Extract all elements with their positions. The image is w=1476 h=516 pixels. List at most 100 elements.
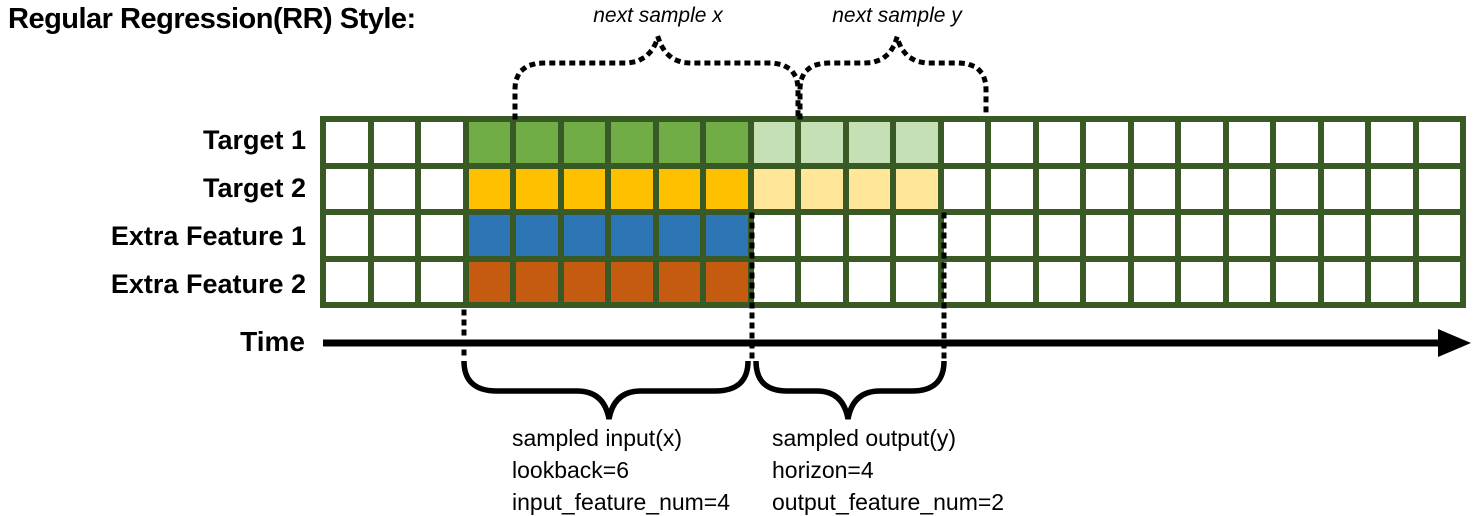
- grid-cell: [611, 215, 653, 256]
- grid-cell: [1086, 168, 1128, 209]
- sampled-input-annotation: sampled input(x) lookback=6 input_featur…: [512, 422, 730, 516]
- grid-cell: [848, 215, 890, 256]
- grid-cell: [421, 122, 463, 163]
- grid-cell: [563, 215, 605, 256]
- grid-cell: [1181, 122, 1223, 163]
- grid-cell: [801, 261, 843, 302]
- grid-cell: [991, 168, 1033, 209]
- grid-cell: [753, 261, 795, 302]
- sampled-output-title: sampled output(y): [772, 425, 957, 451]
- grid-cell: [611, 122, 653, 163]
- time-arrow-head: [1438, 329, 1471, 357]
- grid-cell: [326, 168, 368, 209]
- grid-cell: [611, 168, 653, 209]
- grid-cell: [563, 122, 605, 163]
- grid-cell: [658, 122, 700, 163]
- grid-cell: [468, 215, 510, 256]
- grid-cell: [1038, 261, 1080, 302]
- grid-cell: [468, 168, 510, 209]
- grid-cell: [1086, 215, 1128, 256]
- row-label-target-1: Target 1: [202, 125, 306, 155]
- grid-cell: [516, 122, 558, 163]
- grid-cell: [373, 215, 415, 256]
- grid-cell: [801, 168, 843, 209]
- grid-cell: [706, 122, 748, 163]
- grid-cell: [753, 168, 795, 209]
- grid-cell: [468, 261, 510, 302]
- grid-cell: [421, 168, 463, 209]
- grid-cell: [896, 261, 938, 302]
- grid-cell: [991, 261, 1033, 302]
- grid-cell: [658, 168, 700, 209]
- grid-cell: [1276, 168, 1318, 209]
- next-sample-x-label: next sample x: [593, 4, 723, 27]
- grid-cell: [943, 215, 985, 256]
- grid-cell: [1228, 122, 1270, 163]
- row-label-target-2: Target 2: [202, 173, 306, 203]
- grid-cell: [658, 215, 700, 256]
- grid-cell: [1323, 168, 1365, 209]
- row-label-extra-feature-1: Extra Feature 1: [110, 221, 306, 251]
- grid-cell: [1133, 168, 1175, 209]
- grid-cell: [326, 122, 368, 163]
- sample-grid: [320, 116, 1466, 308]
- grid-cell: [1181, 215, 1223, 256]
- grid-cell: [991, 215, 1033, 256]
- grid-cell: [1038, 122, 1080, 163]
- grid-cell: [373, 168, 415, 209]
- grid-cell: [943, 168, 985, 209]
- grid-cell: [896, 122, 938, 163]
- grid-cell: [373, 261, 415, 302]
- grid-cell: [1276, 215, 1318, 256]
- grid-cell: [1038, 215, 1080, 256]
- row-labels: Target 1 Target 2 Extra Feature 1 Extra …: [0, 116, 312, 308]
- grid-cell: [563, 168, 605, 209]
- grid-cell: [801, 122, 843, 163]
- grid-cell: [753, 122, 795, 163]
- grid-cell: [1038, 168, 1080, 209]
- grid-cell: [421, 215, 463, 256]
- next-sample-x-brace: [512, 28, 801, 120]
- grid-cell: [1276, 261, 1318, 302]
- grid-cell: [1181, 261, 1223, 302]
- grid-cell: [1371, 122, 1413, 163]
- horizon-value: horizon=4: [772, 457, 874, 483]
- grid-cell: [468, 122, 510, 163]
- grid-cell: [1133, 122, 1175, 163]
- grid-cell: [1323, 261, 1365, 302]
- grid-cell: [753, 215, 795, 256]
- grid-cell: [1323, 215, 1365, 256]
- grid-cell: [1418, 168, 1460, 209]
- grid-cell: [658, 261, 700, 302]
- grid-cell: [1418, 215, 1460, 256]
- grid-cell: [563, 261, 605, 302]
- grid-cell: [326, 215, 368, 256]
- grid-cell: [943, 122, 985, 163]
- grid-cell: [848, 261, 890, 302]
- grid-cell: [706, 261, 748, 302]
- grid-cell: [1181, 168, 1223, 209]
- grid-cell: [1228, 215, 1270, 256]
- row-label-extra-feature-2: Extra Feature 2: [110, 269, 306, 299]
- grid-cell: [896, 215, 938, 256]
- output-feature-num-value: output_feature_num=2: [772, 489, 1005, 515]
- sampled-input-title: sampled input(x): [512, 425, 683, 451]
- grid-cell: [1228, 168, 1270, 209]
- grid-cell: [1276, 122, 1318, 163]
- grid-cell: [706, 215, 748, 256]
- next-sample-y-label: next sample y: [832, 4, 962, 27]
- grid-cell: [896, 168, 938, 209]
- grid-cell: [801, 215, 843, 256]
- grid-cell: [1371, 261, 1413, 302]
- sampled-output-annotation: sampled output(y) horizon=4 output_featu…: [772, 422, 1004, 516]
- grid-cell: [1133, 261, 1175, 302]
- grid-cell: [943, 261, 985, 302]
- grid-cell: [706, 168, 748, 209]
- grid-cell: [1228, 261, 1270, 302]
- sampled-output-brace: [753, 360, 947, 420]
- grid-cell: [516, 261, 558, 302]
- grid-cell: [1418, 261, 1460, 302]
- grid-cell: [1371, 168, 1413, 209]
- grid-cell: [848, 122, 890, 163]
